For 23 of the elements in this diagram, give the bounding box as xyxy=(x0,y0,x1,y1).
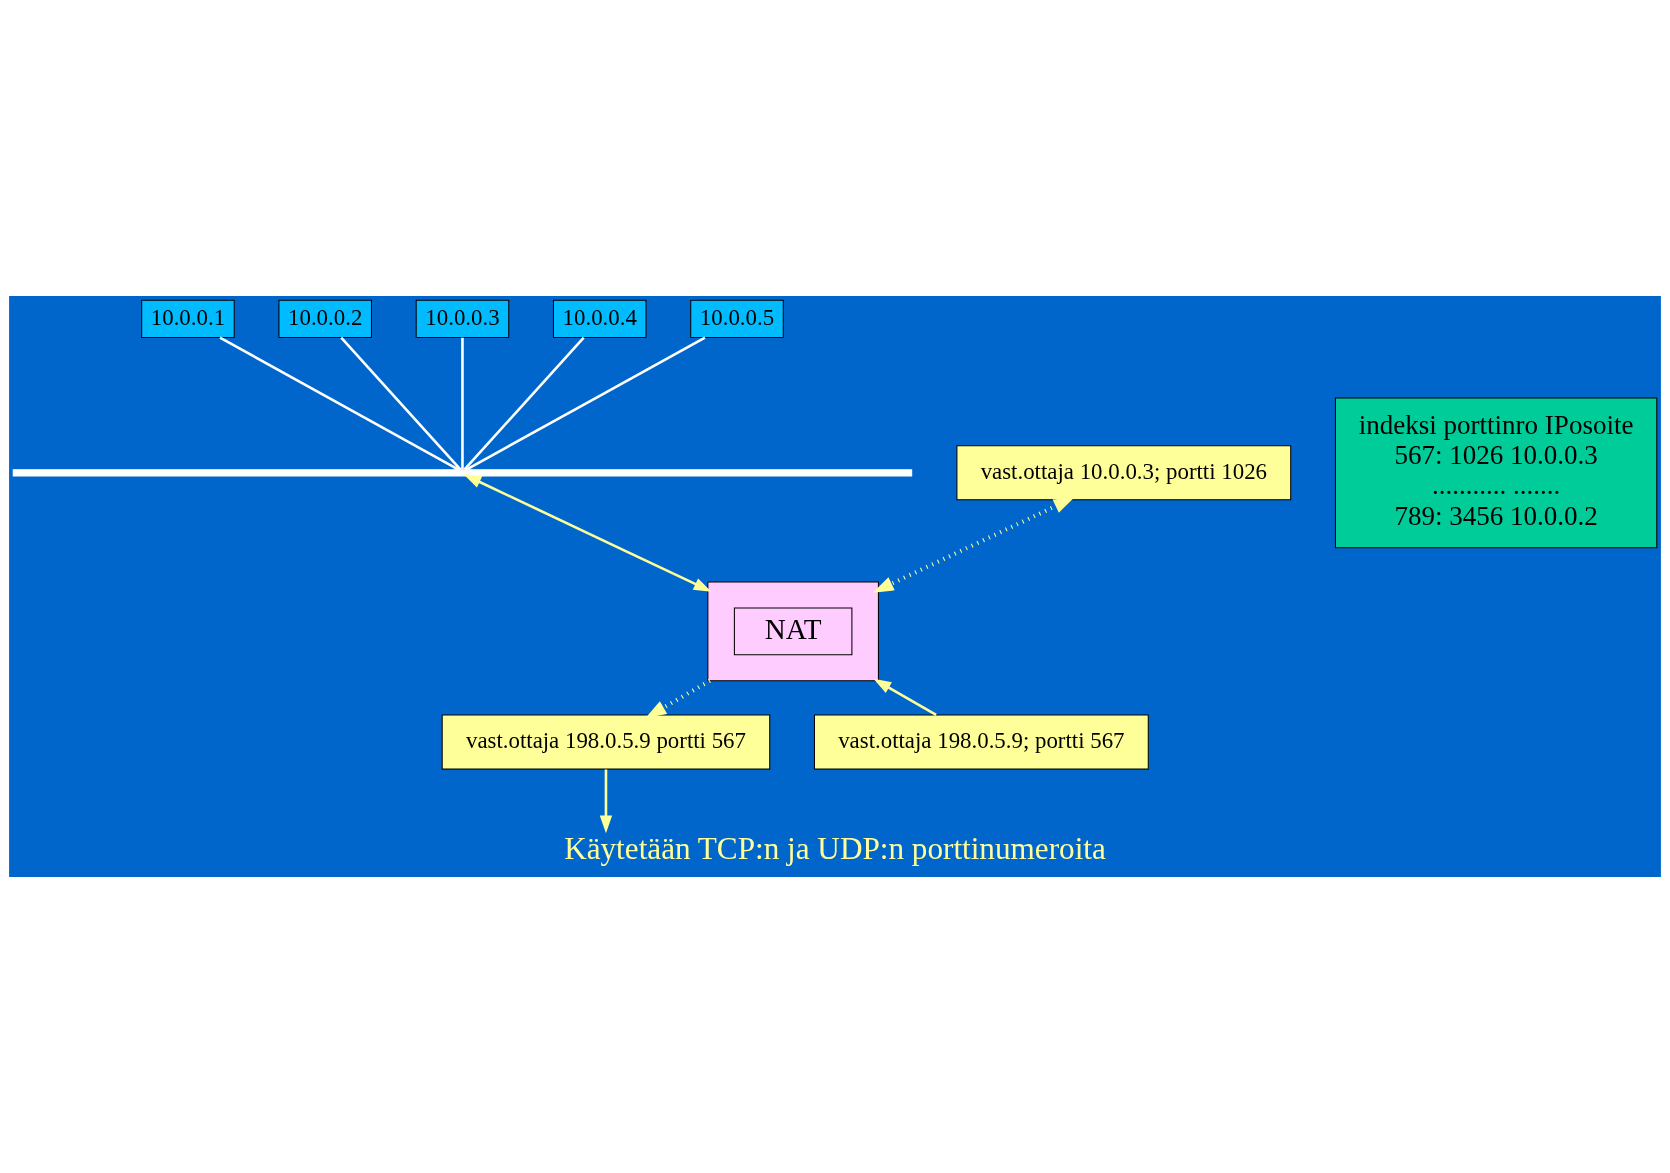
node-box: vast.ottaja 198.0.5.9 portti 567 xyxy=(441,714,771,770)
arrow xyxy=(873,678,937,717)
arrow xyxy=(645,678,711,719)
node-box: indeksi porttinro IPosoite 567: 1026 10.0.0.3 ........... ....... 789: 3456 10.0.0.2 xyxy=(1334,397,1658,549)
node-box: NAT xyxy=(733,607,853,656)
caption: Käytetään TCP:n ja UDP:n porttinumeroita xyxy=(564,831,1106,867)
connector xyxy=(463,336,585,471)
node-box: 10.0.0.5 xyxy=(690,299,784,339)
connector xyxy=(465,336,706,471)
connector xyxy=(219,336,460,471)
arrow xyxy=(872,497,1075,593)
node-box: 10.0.0.2 xyxy=(278,299,372,339)
node-box: vast.ottaja 198.0.5.9; portti 567 xyxy=(813,714,1149,770)
connector xyxy=(340,336,462,471)
node-box: 10.0.0.4 xyxy=(552,299,647,339)
arrow xyxy=(599,769,613,834)
node-box: 10.0.0.1 xyxy=(141,299,235,339)
node-bar xyxy=(12,469,913,477)
arrow xyxy=(463,474,712,592)
connector xyxy=(461,337,464,470)
node-box: vast.ottaja 10.0.0.3; portti 1026 xyxy=(956,445,1292,501)
node-box: 10.0.0.3 xyxy=(415,299,510,339)
cluster xyxy=(707,581,879,682)
